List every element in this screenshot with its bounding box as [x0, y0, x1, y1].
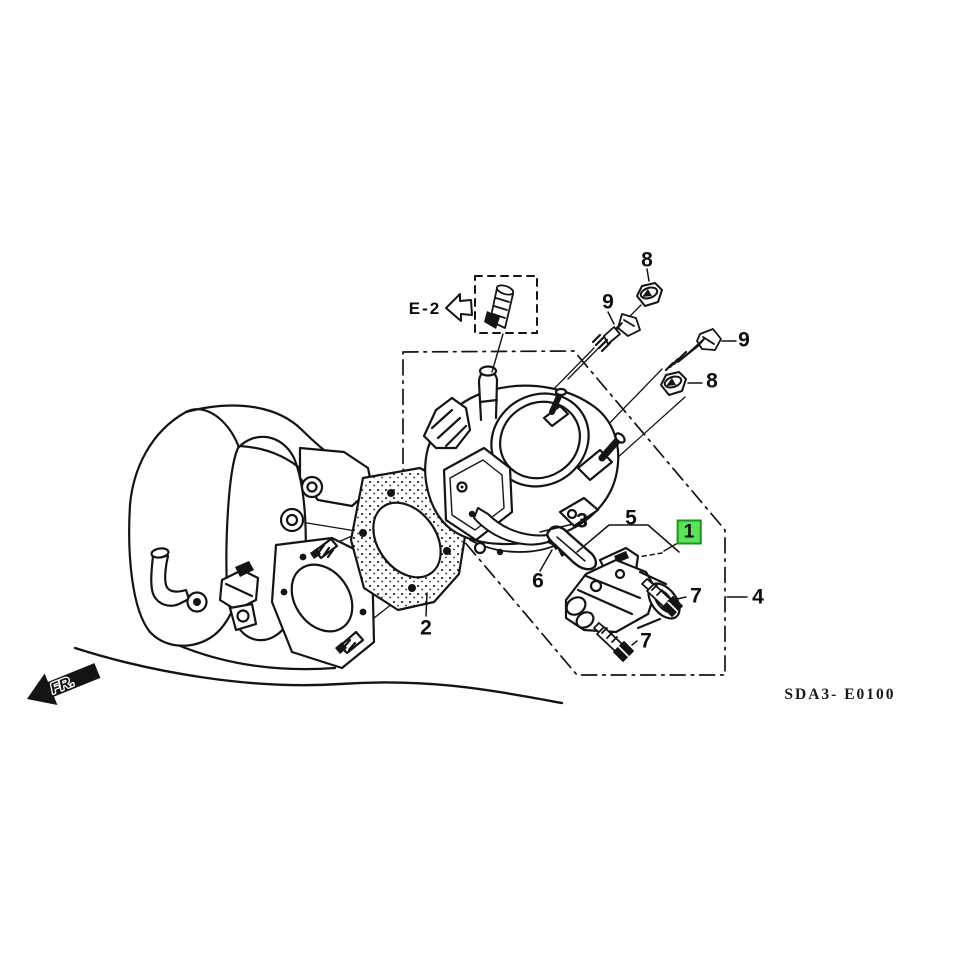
iac-valve — [564, 546, 681, 634]
callout-5[interactable]: 5 — [625, 506, 637, 530]
mounting-stud — [335, 630, 365, 655]
callout-1-highlighted[interactable]: 1 — [676, 519, 702, 545]
reference-label-e2[interactable]: E-2 — [408, 299, 442, 318]
front-arrow-icon — [26, 663, 101, 706]
callout-4[interactable]: 4 — [752, 585, 764, 609]
reference-hose-part — [484, 284, 515, 329]
mounting-bolt-top — [591, 313, 641, 353]
iac-bolt-lower — [593, 622, 634, 662]
vacuum-elbow-fitting — [150, 547, 208, 613]
callout-9-top[interactable]: 9 — [602, 290, 614, 314]
iac-valve-gasket — [546, 525, 598, 571]
callout-2[interactable]: 2 — [420, 616, 432, 640]
mounting-nut-top — [636, 282, 663, 307]
figure-code: SDA3- E0100 — [784, 686, 896, 703]
intake-manifold — [73, 404, 564, 705]
mounting-stud — [310, 537, 339, 560]
callout-7-upper[interactable]: 7 — [690, 584, 702, 608]
callout-9-right[interactable]: 9 — [738, 328, 750, 352]
assembly-boundary — [402, 350, 726, 676]
reference-detail-box — [474, 275, 538, 373]
manifold-sensor — [218, 561, 260, 632]
mounting-nut-right — [660, 371, 687, 396]
callout-7-lower[interactable]: 7 — [640, 629, 652, 653]
callout-3[interactable]: 3 — [576, 509, 588, 533]
reference-arrow-icon — [445, 293, 473, 322]
throttle-body — [422, 365, 626, 556]
callout-8-top[interactable]: 8 — [641, 248, 653, 272]
throttle-position-sensor — [442, 446, 514, 542]
callout-6[interactable]: 6 — [532, 569, 544, 593]
leader-lines — [425, 268, 748, 646]
callout-8-right[interactable]: 8 — [706, 369, 718, 393]
mounting-bolt-right — [664, 328, 722, 372]
front-direction-indicator: FR. — [26, 663, 101, 706]
